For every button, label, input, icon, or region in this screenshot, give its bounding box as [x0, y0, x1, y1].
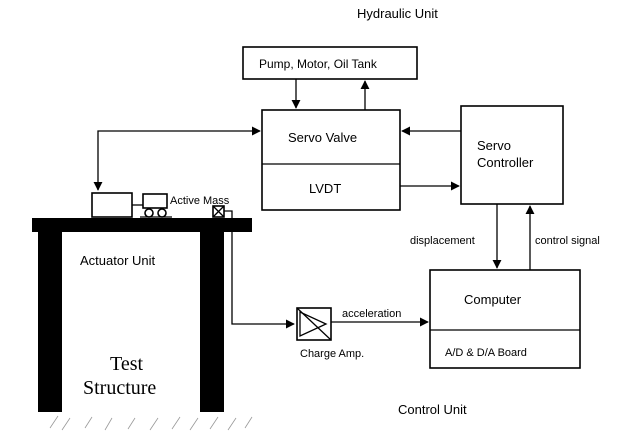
computer-label: Computer: [464, 292, 522, 307]
arrow-accel-to-amp: [224, 210, 295, 329]
accelerometer-cross-2: [212, 205, 225, 218]
test-structure-label-1: Test: [110, 353, 143, 375]
control-signal-label: control signal: [535, 235, 600, 247]
charge-amp-label: Charge Amp.: [300, 348, 364, 360]
acceleration-label: acceleration: [342, 308, 401, 320]
structure-left-column: [38, 232, 62, 412]
pump-box: [242, 46, 418, 80]
active-mass-label: Active Mass: [170, 195, 230, 207]
structure-right-column: [200, 232, 224, 412]
servo-controller-label-1: Servo: [477, 138, 511, 153]
lvdt-label: LVDT: [309, 181, 341, 196]
servo-controller-box: [460, 105, 564, 205]
servo-controller-label-2: Controller: [477, 155, 534, 170]
pump-label: Pump, Motor, Oil Tank: [259, 57, 378, 71]
computer-box: [429, 269, 581, 369]
ad-da-label: A/D & D/A Board: [445, 347, 527, 359]
test-structure-label-2: Structure: [83, 377, 156, 399]
structure-top-slab: [32, 218, 252, 232]
active-mass-block: [142, 193, 168, 209]
mass-wheel-right: [157, 208, 167, 218]
actuator-unit-label: Actuator Unit: [80, 253, 156, 268]
servo-valve-label: Servo Valve: [288, 130, 357, 145]
charge-amp-triangle: [299, 310, 328, 338]
hydraulic-unit-title: Hydraulic Unit: [357, 6, 438, 21]
servo-valve-box: [261, 109, 401, 211]
control-unit-title: Control Unit: [398, 402, 467, 417]
ground-hatch: [49, 415, 253, 431]
actuator-body: [91, 192, 133, 218]
mass-wheel-left: [144, 208, 154, 218]
arrow-valve-actuator: [93, 126, 261, 191]
displacement-label: displacement: [410, 235, 475, 247]
